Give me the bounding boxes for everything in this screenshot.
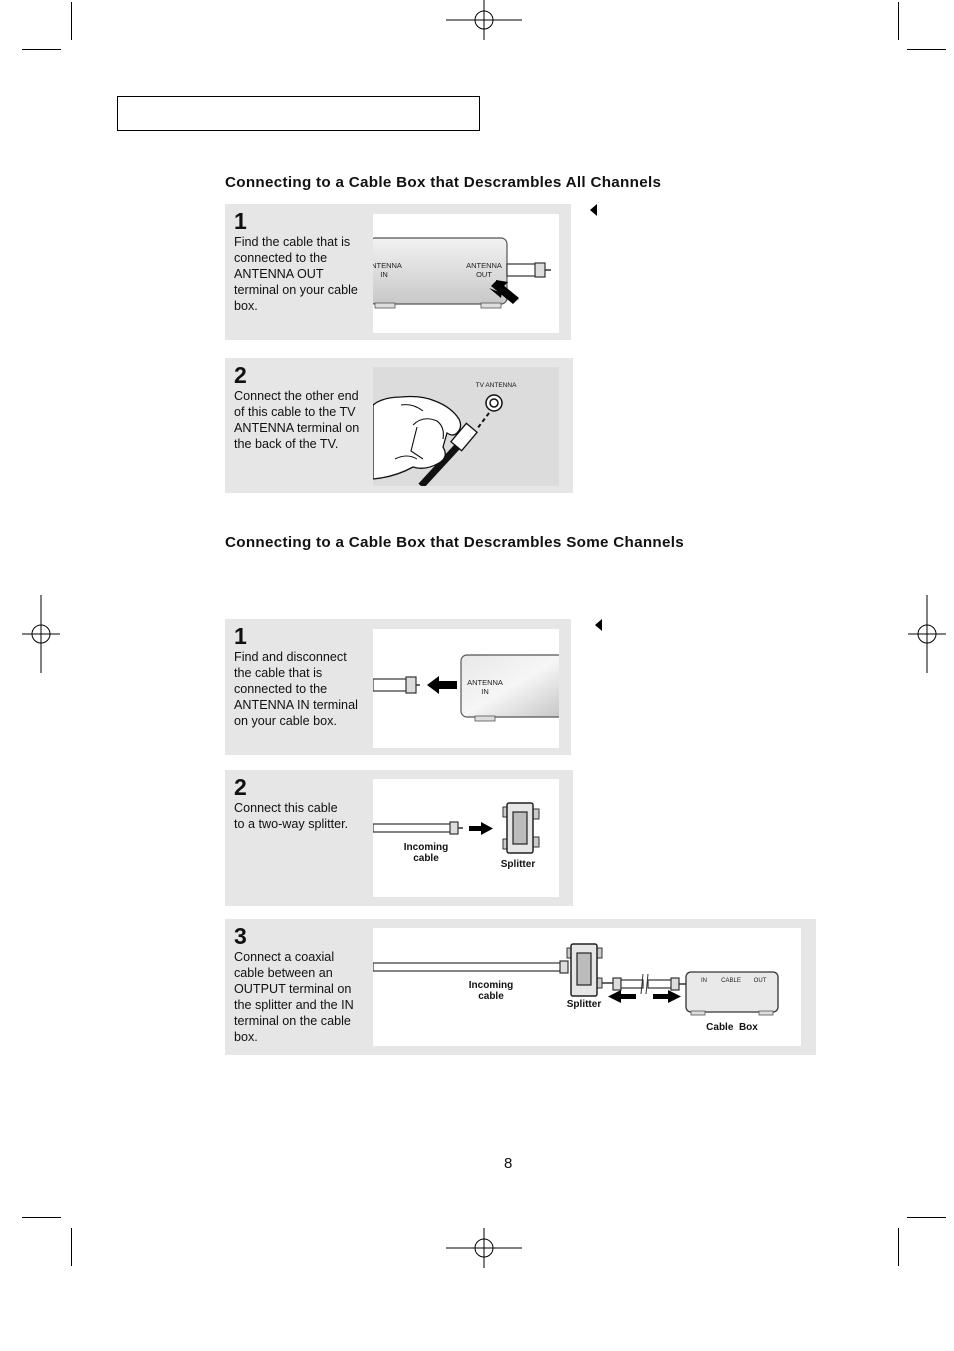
step-line: ANTENNA terminal on: [234, 421, 360, 435]
step-number: 1: [234, 208, 247, 234]
step-instructions: Connect the other end of this cable to t…: [234, 388, 359, 452]
step-line: to a two-way splitter.: [234, 817, 349, 831]
step-line: Connect a coaxial: [234, 950, 335, 964]
step-line: on your cable box.: [234, 714, 337, 728]
step-line: terminal on the cable: [234, 1014, 351, 1028]
crop-mark: [71, 1228, 72, 1266]
section2-heading: Connecting to a Cable Box that Descrambl…: [225, 534, 685, 551]
page-number: 8: [504, 1155, 513, 1172]
section2-step2-panel: 2 Connect this cable to a two-way splitt…: [225, 770, 573, 906]
step-line: connected to the: [234, 251, 328, 265]
step-instructions: Find and disconnect the cable that is co…: [234, 649, 358, 729]
splitter-label: Splitter: [501, 859, 536, 870]
box-out-label: OUT: [754, 978, 767, 984]
crop-mark: [71, 2, 72, 40]
antenna-in-label: ANTENNA: [467, 678, 503, 687]
incoming-cable-label: Incoming: [469, 980, 513, 991]
section1-step1-panel: 1 Find the cable that is connected to th…: [225, 204, 571, 340]
incoming-cable-label: cable: [478, 991, 504, 1002]
step-line: connected to the: [234, 682, 328, 696]
cable-box-label: Cable Box: [706, 1022, 758, 1033]
step-line: the splitter and the IN: [234, 998, 354, 1012]
step-number: 1: [234, 623, 247, 649]
step-line: cable between an: [234, 966, 333, 980]
header-box: [117, 96, 480, 131]
step-line: ANTENNA OUT: [234, 267, 324, 281]
cable-box-antenna-out-illustration: ANTENNA IN ANTENNA OUT: [373, 214, 559, 333]
step-line: terminal on your cable: [234, 283, 358, 297]
step-line: box.: [234, 1030, 258, 1044]
crop-mark: [907, 49, 946, 50]
splitter-label: Splitter: [567, 999, 602, 1010]
antenna-in-label: IN: [380, 270, 388, 279]
splitter-to-cable-box-illustration: IN CABLE OUT Incoming cable Splitter Cab…: [373, 928, 801, 1046]
step-instructions: Connect this cable to a two-way splitter…: [234, 800, 348, 832]
registration-mark-top: [446, 0, 522, 40]
step-line: OUTPUT terminal on: [234, 982, 352, 996]
tv-antenna-label: TV ANTENNA: [476, 382, 517, 389]
antenna-out-label: OUT: [476, 270, 492, 279]
registration-mark-left: [22, 595, 60, 673]
tv-antenna-connection-illustration: TV ANTENNA: [373, 367, 559, 486]
antenna-out-label: ANTENNA: [466, 261, 502, 270]
box-in-label: IN: [701, 978, 707, 984]
registration-mark-right: [908, 595, 946, 673]
box-cable-label: CABLE: [721, 978, 741, 984]
section2-step1-panel: 1 Find and disconnect the cable that is …: [225, 619, 571, 755]
section1-heading: Connecting to a Cable Box that Descrambl…: [225, 174, 662, 191]
step-line: box.: [234, 299, 258, 313]
step-line: Find the cable that is: [234, 235, 351, 249]
step-line: Connect the other end: [234, 389, 359, 403]
step-line: the cable that is: [234, 666, 323, 680]
step-number: 2: [234, 774, 247, 800]
step-number: 3: [234, 923, 247, 949]
crop-mark: [907, 1217, 946, 1218]
step-line: ANTENNA IN terminal: [234, 698, 358, 712]
step-line: Find and disconnect: [234, 650, 347, 664]
step-number: 2: [234, 362, 247, 388]
section1-step2-panel: 2 Connect the other end of this cable to…: [225, 358, 573, 493]
splitter-connection-illustration: Incoming cable Splitter: [373, 779, 559, 897]
pointer-triangle-icon: [595, 619, 602, 631]
crop-mark: [898, 1228, 899, 1266]
step-line: Connect this cable: [234, 801, 338, 815]
step-line: of this cable to the TV: [234, 405, 356, 419]
step-instructions: Connect a coaxial cable between an OUTPU…: [234, 949, 354, 1045]
crop-mark: [898, 2, 899, 40]
step-instructions: Find the cable that is connected to the …: [234, 234, 358, 314]
antenna-in-label: ANTENNA: [373, 261, 402, 270]
antenna-in-label: IN: [481, 687, 489, 696]
disconnect-antenna-in-illustration: ANTENNA IN: [373, 629, 559, 748]
registration-mark-bottom: [446, 1228, 522, 1268]
section2-step3-panel: 3 Connect a coaxial cable between an OUT…: [225, 919, 816, 1055]
crop-mark: [22, 49, 61, 50]
crop-mark: [22, 1217, 61, 1218]
incoming-cable-label: cable: [413, 853, 439, 864]
step-line: the back of the TV.: [234, 437, 339, 451]
incoming-cable-label: Incoming: [404, 842, 448, 853]
pointer-triangle-icon: [590, 204, 597, 216]
